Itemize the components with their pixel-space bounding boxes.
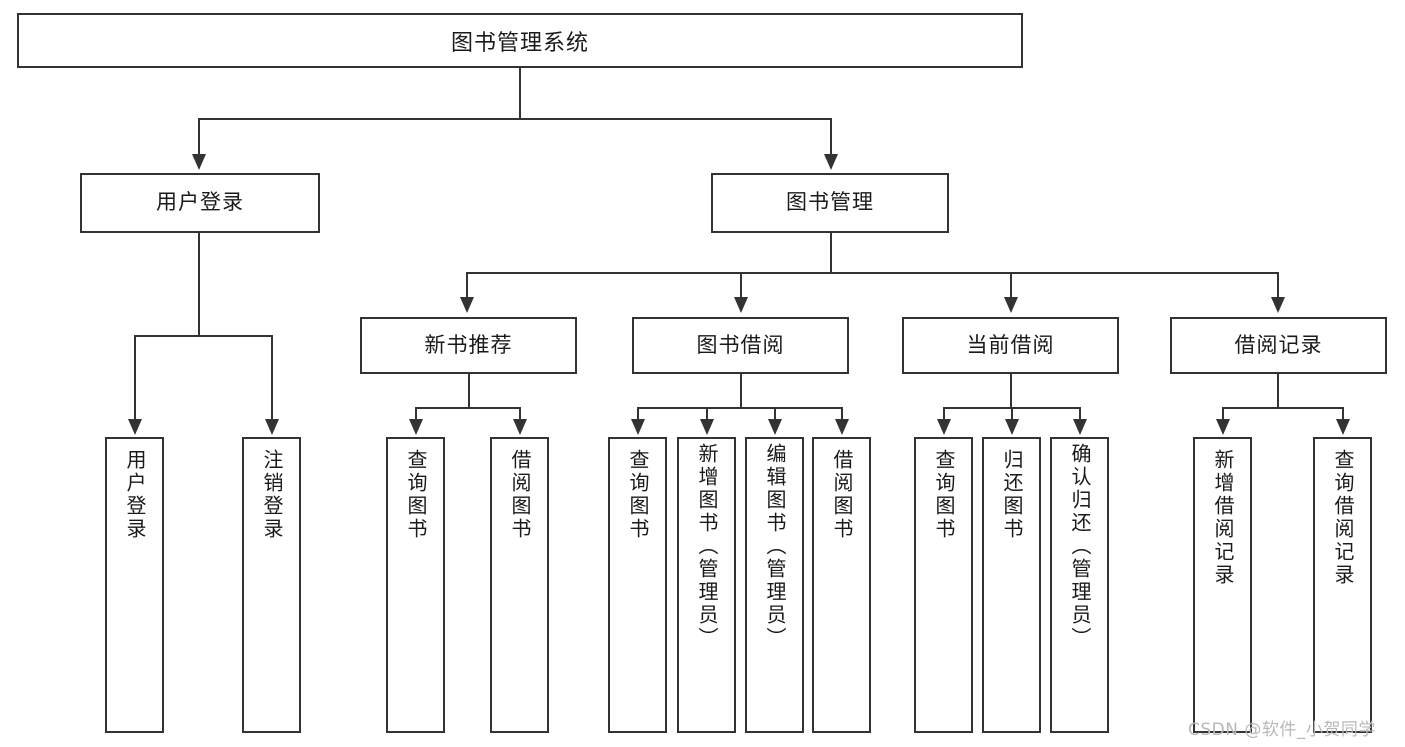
leaf-label: 注销登录 xyxy=(260,449,284,541)
leaf-new-book-borrow-books[interactable]: 借阅图书 xyxy=(490,437,549,733)
connector-new-book-recommend-stem xyxy=(468,374,470,407)
leaf-label: 借阅图书 xyxy=(830,449,854,541)
connector-to-user-login xyxy=(198,118,200,156)
leaf-label: 用户登录 xyxy=(123,449,147,541)
node-label: 图书借阅 xyxy=(696,332,785,357)
arrowhead-book-borrow-leaf-2 xyxy=(700,419,714,435)
leaf-label: 查询图书 xyxy=(404,449,428,541)
leaf-current-borrow-query-books[interactable]: 查询图书 xyxy=(914,437,973,733)
connector-borrow-records-leaf-1 xyxy=(1222,407,1224,421)
connector-new-book-leaf-2 xyxy=(519,407,521,421)
leaf-label: 编辑图书（管理员） xyxy=(763,443,787,650)
leaf-label: 查询图书 xyxy=(932,449,956,541)
connector-root-stem xyxy=(519,68,521,118)
leaf-user-login-login[interactable]: 用户登录 xyxy=(105,437,164,733)
leaf-current-borrow-return-books[interactable]: 归还图书 xyxy=(982,437,1041,733)
leaf-label: 查询借阅记录 xyxy=(1331,449,1355,587)
connector-current-borrow-leaf-1 xyxy=(943,407,945,421)
node-label: 图书管理系统 xyxy=(450,30,589,56)
leaf-label: 新增借阅记录 xyxy=(1211,449,1235,587)
connector-level3-bus xyxy=(466,272,1278,274)
leaf-book-borrow-add-book-admin[interactable]: 新增图书（管理员） xyxy=(677,437,736,733)
arrowhead-to-book-management xyxy=(824,154,838,170)
connector-book-borrow-leaf-1 xyxy=(637,407,639,421)
leaf-label: 新增图书（管理员） xyxy=(695,443,719,650)
arrowhead-user-login-leaf-1 xyxy=(128,419,142,435)
arrowhead-borrow-records-leaf-1 xyxy=(1216,419,1230,435)
connector-borrow-records-leaf-2 xyxy=(1342,407,1344,421)
leaf-label: 查询图书 xyxy=(626,449,650,541)
connector-borrow-records-stem xyxy=(1277,374,1279,407)
leaf-borrow-records-query-record[interactable]: 查询借阅记录 xyxy=(1313,437,1372,733)
node-user-login[interactable]: 用户登录 xyxy=(80,173,320,233)
arrowhead-current-borrow-leaf-2 xyxy=(1005,419,1019,435)
connector-book-borrow-stem xyxy=(740,374,742,407)
arrowhead-book-borrow-leaf-1 xyxy=(631,419,645,435)
node-label: 用户登录 xyxy=(156,190,244,215)
arrowhead-user-login-leaf-2 xyxy=(265,419,279,435)
connector-current-borrow-stem xyxy=(1010,374,1012,407)
arrowhead-new-book-leaf-2 xyxy=(513,419,527,435)
connector-user-login-bus xyxy=(134,335,272,337)
leaf-new-book-query-books[interactable]: 查询图书 xyxy=(386,437,445,733)
connector-user-login-leaf-2 xyxy=(271,335,273,421)
connector-new-book-recommend-bus xyxy=(415,407,520,409)
watermark-text: CSDN @软件_小贺同学 xyxy=(1188,720,1376,740)
connector-book-borrow-leaf-3 xyxy=(774,407,776,421)
arrowhead-new-book-leaf-1 xyxy=(409,419,423,435)
arrowhead-to-book-borrow xyxy=(734,297,748,313)
leaf-current-borrow-confirm-return-admin[interactable]: 确认归还（管理员） xyxy=(1050,437,1109,733)
arrowhead-to-borrow-records xyxy=(1271,297,1285,313)
connector-book-borrow-leaf-4 xyxy=(841,407,843,421)
leaf-user-login-logout[interactable]: 注销登录 xyxy=(242,437,301,733)
arrowhead-current-borrow-leaf-3 xyxy=(1073,419,1087,435)
arrowhead-to-current-borrow xyxy=(1004,297,1018,313)
arrowhead-borrow-records-leaf-2 xyxy=(1336,419,1350,435)
node-label: 新书推荐 xyxy=(424,332,513,357)
connector-to-new-book-recommend xyxy=(466,272,468,299)
connector-borrow-records-bus xyxy=(1222,407,1343,409)
node-borrow-records[interactable]: 借阅记录 xyxy=(1170,317,1387,374)
node-new-book-recommend[interactable]: 新书推荐 xyxy=(360,317,577,374)
node-book-borrow[interactable]: 图书借阅 xyxy=(632,317,849,374)
connector-to-book-borrow xyxy=(740,272,742,299)
connector-current-borrow-leaf-2 xyxy=(1011,407,1013,421)
arrowhead-to-user-login xyxy=(192,154,206,170)
connector-current-borrow-leaf-3 xyxy=(1079,407,1081,421)
leaf-borrow-records-add-record[interactable]: 新增借阅记录 xyxy=(1193,437,1252,733)
node-label: 借阅记录 xyxy=(1234,332,1323,357)
connector-user-login-leaf-1 xyxy=(134,335,136,421)
connector-to-current-borrow xyxy=(1010,272,1012,299)
connector-to-borrow-records xyxy=(1277,272,1279,299)
leaf-label: 归还图书 xyxy=(1000,449,1024,541)
arrowhead-current-borrow-leaf-1 xyxy=(937,419,951,435)
node-current-borrow[interactable]: 当前借阅 xyxy=(902,317,1119,374)
leaf-book-borrow-query-books[interactable]: 查询图书 xyxy=(608,437,667,733)
node-root-book-management-system[interactable]: 图书管理系统 xyxy=(17,13,1023,68)
node-label: 当前借阅 xyxy=(966,332,1055,357)
node-label: 图书管理 xyxy=(786,190,874,215)
connector-to-book-management xyxy=(830,118,832,156)
connector-new-book-leaf-1 xyxy=(415,407,417,421)
leaf-book-borrow-edit-book-admin[interactable]: 编辑图书（管理员） xyxy=(745,437,804,733)
connector-book-borrow-bus xyxy=(637,407,842,409)
leaf-book-borrow-borrow-books[interactable]: 借阅图书 xyxy=(812,437,871,733)
connector-book-management-stem xyxy=(830,233,832,272)
leaf-label: 借阅图书 xyxy=(508,449,532,541)
arrowhead-to-new-book-recommend xyxy=(460,297,474,313)
connector-level2-bus xyxy=(198,118,831,120)
connector-user-login-stem xyxy=(198,233,200,335)
connector-book-borrow-leaf-2 xyxy=(706,407,708,421)
node-book-management[interactable]: 图书管理 xyxy=(711,173,949,233)
arrowhead-book-borrow-leaf-4 xyxy=(835,419,849,435)
arrowhead-book-borrow-leaf-3 xyxy=(768,419,782,435)
leaf-label: 确认归还（管理员） xyxy=(1068,443,1092,650)
